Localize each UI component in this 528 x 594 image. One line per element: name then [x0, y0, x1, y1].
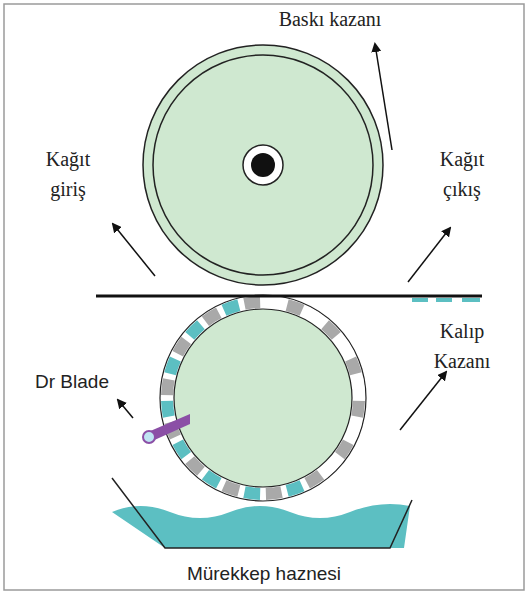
cylinder-label: Baskı kazanı: [250, 4, 410, 34]
plate-cell: [161, 378, 175, 395]
plate-cell: [243, 486, 260, 500]
paper-out-label: Kağıt çıkış: [427, 144, 497, 204]
paper-in-label: Kağıt giriş: [33, 144, 103, 204]
plate-cell: [351, 401, 365, 418]
plate-cell: [161, 401, 175, 418]
plate-cell: [351, 378, 365, 395]
plate-cell: [266, 486, 283, 500]
cylinder-label: Kalıp Kazanı: [422, 316, 502, 376]
plate-cell: [266, 296, 283, 310]
reservoir-label: Mürekkep haznesi: [144, 560, 384, 589]
plate-cell: [243, 296, 260, 310]
blade-label: Dr Blade: [17, 368, 127, 397]
